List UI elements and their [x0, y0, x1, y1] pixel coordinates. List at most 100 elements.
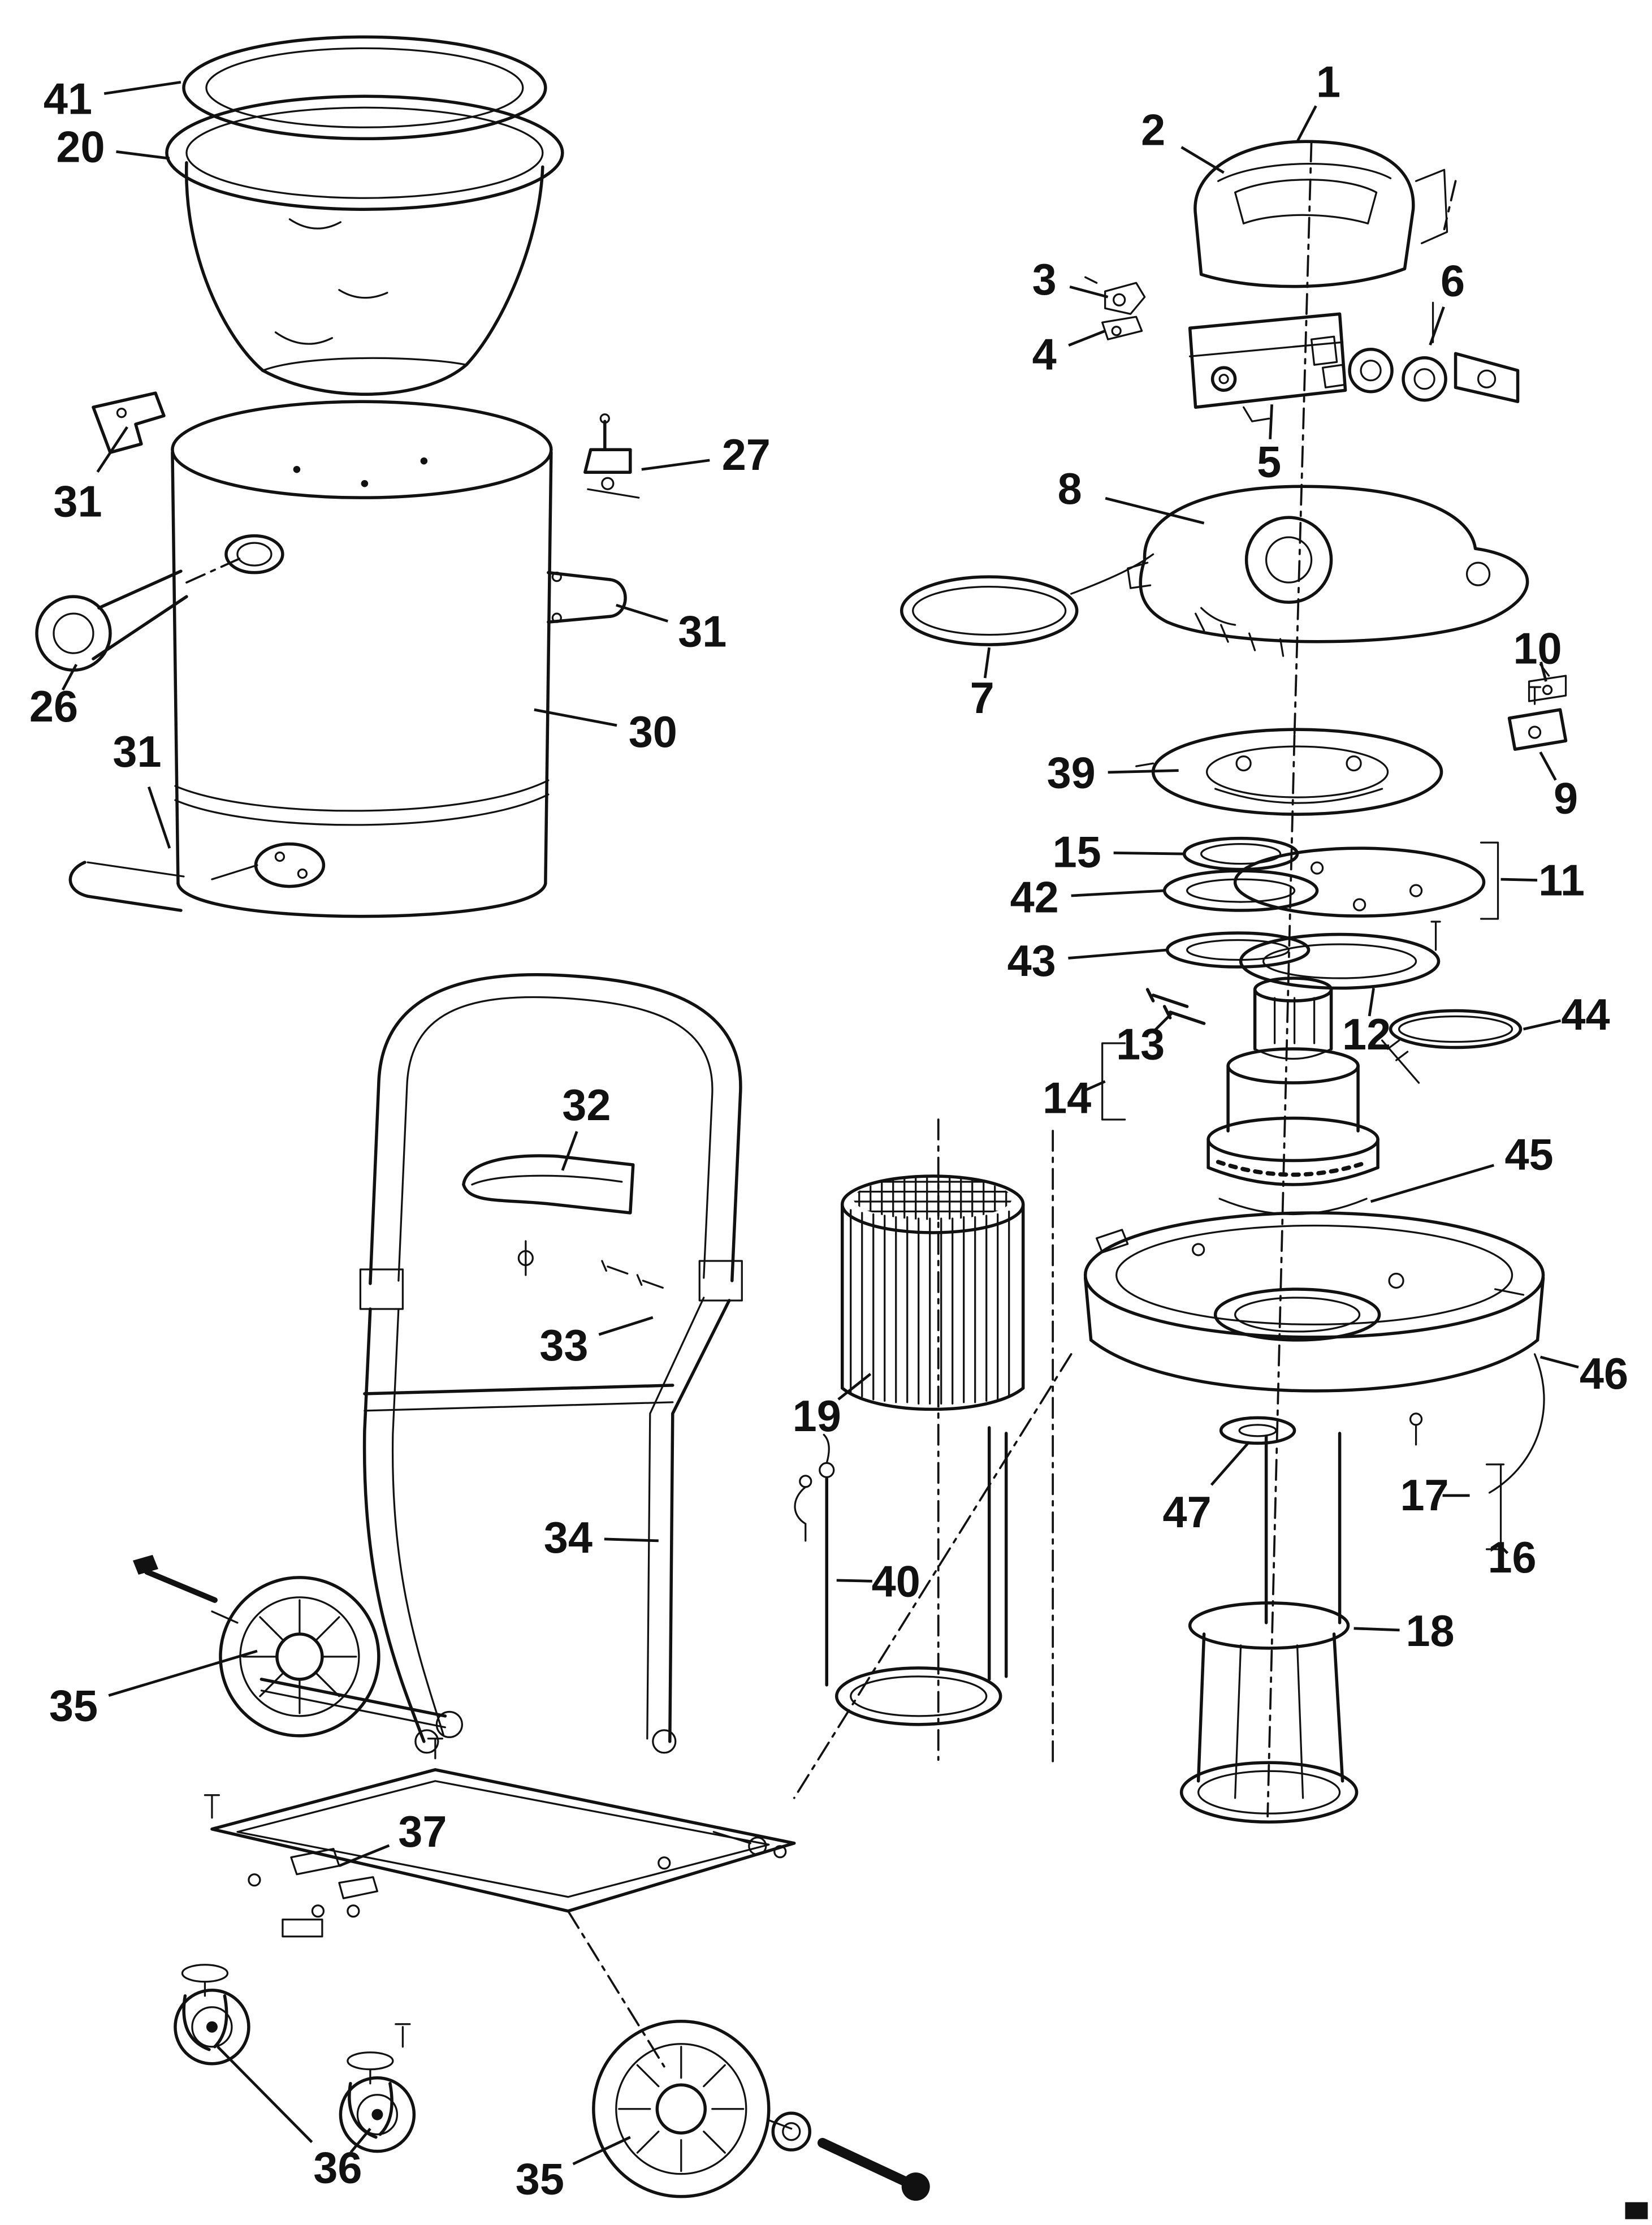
callout-20: 20 — [56, 123, 170, 171]
leader-line — [1269, 404, 1273, 439]
callout-9: 9 — [1539, 751, 1578, 823]
leader-line — [1069, 285, 1109, 299]
callout-35: 35 — [49, 1649, 258, 1730]
part-number-label: 33 — [539, 1321, 588, 1370]
callout-7: 7 — [970, 647, 994, 723]
callout-33: 33 — [539, 1316, 654, 1370]
motor-unit — [1206, 977, 1379, 1215]
callout-3: 3 — [1032, 256, 1109, 304]
leader-line — [1353, 1627, 1400, 1632]
part-number-label: 44 — [1561, 991, 1610, 1039]
callout-31: 31 — [113, 728, 171, 849]
leader-line — [836, 1579, 872, 1583]
leader-line — [598, 1316, 654, 1336]
callout-27: 27 — [641, 431, 771, 479]
callout-1: 1 — [1296, 58, 1340, 142]
part-number-label: 8 — [1058, 465, 1082, 513]
callout-30: 30 — [534, 708, 677, 757]
leader-line — [108, 1649, 258, 1697]
base-fittings-37 — [282, 1848, 379, 1938]
alignment-lines — [566, 140, 1313, 2068]
part-number-label: 19 — [793, 1392, 841, 1441]
part-number-label: 10 — [1513, 625, 1562, 673]
dust-drum — [35, 391, 640, 918]
handle-grip — [462, 1154, 635, 1276]
part-number-label: 31 — [53, 478, 102, 526]
part-number-label: 20 — [56, 123, 105, 171]
callout-39: 39 — [1047, 749, 1179, 798]
leader-line — [561, 1131, 578, 1171]
leader-line — [96, 426, 128, 473]
drum-handle-bottom-left — [68, 842, 326, 912]
inlet-coupling — [35, 556, 244, 672]
leader-line — [1180, 146, 1225, 174]
leader-line — [61, 664, 78, 691]
leader-line — [604, 1537, 659, 1543]
part-number-label: 12 — [1342, 1010, 1391, 1059]
callout-42: 42 — [1010, 874, 1165, 922]
power-cable — [899, 553, 1154, 646]
part-number-label: 41 — [44, 75, 92, 123]
part-number-label: 4 — [1032, 331, 1057, 379]
part-number-label: 35 — [516, 2155, 564, 2204]
callout-15: 15 — [1053, 828, 1184, 877]
leader-line — [217, 2046, 313, 2144]
part-number-label: 2 — [1141, 106, 1165, 154]
part-number-label: 7 — [970, 674, 994, 723]
part-number-label: 17 — [1400, 1471, 1448, 1520]
switch-housing — [1188, 312, 1347, 422]
callout-10: 10 — [1513, 625, 1562, 682]
leader-line — [116, 150, 170, 160]
part-number-label: 26 — [29, 682, 78, 731]
leader-line — [1370, 1164, 1494, 1203]
caster-left — [174, 1964, 250, 2066]
leader-line — [1296, 105, 1317, 142]
switch-parts — [1084, 276, 1146, 340]
leader-line — [837, 1373, 872, 1401]
cover-top — [1193, 140, 1457, 288]
leader-line — [1499, 1545, 1509, 1554]
part-number-label: 18 — [1406, 1607, 1454, 1656]
callout-26: 26 — [29, 664, 78, 731]
filter-cage — [794, 1426, 1008, 1726]
leader-line — [1539, 1355, 1579, 1369]
caster-right — [339, 2023, 416, 2153]
leader-line — [1108, 769, 1179, 774]
callout-47: 47 — [1163, 1441, 1251, 1537]
callout-5: 5 — [1257, 404, 1281, 487]
axle — [211, 1610, 463, 1738]
leader-line — [1210, 1441, 1251, 1486]
callout-17: 17 — [1400, 1471, 1470, 1520]
page-corner-mark — [1625, 2202, 1648, 2219]
callout-6: 6 — [1429, 257, 1465, 346]
leader-line — [983, 647, 991, 679]
leader-line — [103, 80, 181, 95]
stand-tube — [1179, 1432, 1359, 1824]
part-number-label: 14 — [1043, 1074, 1091, 1123]
leader-line — [1082, 1080, 1106, 1093]
part-number-label: 11 — [1538, 857, 1585, 905]
part-number-label: 16 — [1487, 1533, 1536, 1582]
part-number-label: 46 — [1580, 1350, 1628, 1398]
part-number-label: 30 — [629, 708, 677, 757]
leader-line — [572, 2136, 631, 2166]
callout-34: 34 — [544, 1514, 659, 1562]
part-number-label: 31 — [678, 608, 726, 656]
callout-32: 32 — [561, 1081, 611, 1171]
leader-line — [1113, 851, 1184, 856]
leader-line — [641, 459, 710, 471]
callout-43: 43 — [1007, 937, 1167, 986]
part-number-label: 43 — [1007, 937, 1056, 986]
leader-line — [1539, 662, 1547, 682]
capacitor-parts — [1348, 301, 1520, 403]
leader-line — [1500, 878, 1538, 882]
part-number-label: 34 — [544, 1514, 593, 1562]
grip-bracket-screws — [601, 1260, 664, 1289]
part-number-label: 6 — [1441, 257, 1465, 306]
callout-13: 13 — [1116, 1011, 1174, 1069]
callout-18: 18 — [1353, 1607, 1455, 1656]
callout-19: 19 — [793, 1373, 872, 1441]
part-number-label: 5 — [1257, 438, 1281, 487]
callout-12: 12 — [1342, 988, 1391, 1059]
part-number-label: 39 — [1047, 749, 1096, 798]
